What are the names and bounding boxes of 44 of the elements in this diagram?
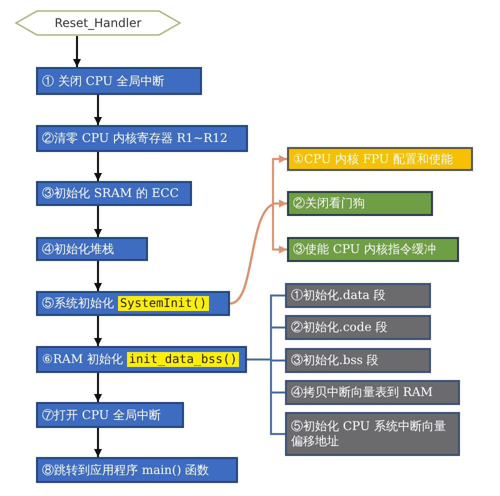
step-box xyxy=(285,283,431,308)
start-hexagon xyxy=(15,10,181,36)
step-text: ① 关闭 CPU 全局中断 xyxy=(42,74,165,88)
arrow xyxy=(94,152,102,181)
step-box xyxy=(285,380,460,405)
process-box xyxy=(36,237,148,261)
step-text: ②关闭看门狗 xyxy=(293,196,365,211)
step-text: ⑦打开 CPU 全局中断 xyxy=(42,408,161,422)
step-box xyxy=(285,348,431,373)
function-name: init_data_bss() xyxy=(126,352,240,367)
arrow xyxy=(94,316,102,346)
step-text: ③初始化 SRAM 的 ECC xyxy=(42,186,179,201)
arrow xyxy=(94,95,102,125)
step-text: ①初始化.data 段 xyxy=(291,288,386,303)
process-box xyxy=(36,291,230,316)
process-box xyxy=(36,181,192,206)
step-box xyxy=(287,147,473,171)
arrow xyxy=(94,206,102,237)
step-text: ②初始化.code 段 xyxy=(291,320,388,335)
step-box xyxy=(287,191,433,216)
step-text: ③初始化.bss 段 xyxy=(291,353,379,368)
step-box xyxy=(285,412,460,456)
process-box xyxy=(36,67,202,95)
step-text: ④初始化堆栈 xyxy=(42,242,114,256)
step-text: ①CPU 内核 FPU 配置和使能 xyxy=(293,152,453,166)
step-text: ⑥RAM 初始化 xyxy=(42,352,123,367)
step-box xyxy=(287,237,459,262)
step-text: ④拷贝中断向量表到 RAM xyxy=(291,385,433,400)
function-name: SystemInit() xyxy=(118,296,209,311)
process-box xyxy=(36,125,248,152)
step-text: ③使能 CPU 内核指令缓冲 xyxy=(293,242,436,257)
node-label: Reset_Handler xyxy=(54,16,142,30)
arrow xyxy=(94,428,102,457)
step-box xyxy=(285,315,431,340)
process-box xyxy=(36,457,238,483)
step-text: ⑤系统初始化 xyxy=(42,296,114,311)
arrow xyxy=(94,373,102,402)
arrow xyxy=(73,36,81,67)
process-box xyxy=(36,346,247,373)
arrow xyxy=(94,261,102,291)
step-text: ⑤初始化 CPU 系统中断向量偏移地址 xyxy=(291,419,447,449)
step-text: ⑧跳转到应用程序 main() 函数 xyxy=(42,462,210,478)
step-text: ②清零 CPU 内核寄存器 R1~R12 xyxy=(42,131,228,146)
process-box xyxy=(36,402,184,428)
